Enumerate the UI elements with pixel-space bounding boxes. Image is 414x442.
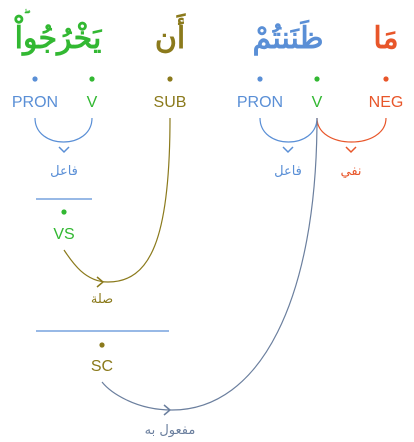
arc-fael-1	[34, 117, 93, 143]
pron1-dot	[32, 76, 38, 82]
label-fael-1: فاعل	[50, 164, 78, 179]
tag-v-2: V	[312, 94, 323, 111]
arc-sila-arrowhead	[96, 276, 105, 288]
v2-dot	[314, 76, 320, 82]
tag-neg: NEG	[369, 94, 404, 111]
arc-mafool-arrowhead	[163, 404, 172, 416]
tag-sub: SUB	[154, 94, 187, 111]
arc-nafy	[316, 117, 387, 143]
arc-fael-2-arrowhead	[282, 146, 294, 154]
pron2-dot	[257, 76, 263, 82]
sub-dot	[167, 76, 173, 82]
word-an: أَن	[155, 13, 187, 56]
word-ma: مَا	[373, 21, 398, 56]
waqf-mark: ۖ	[24, 8, 31, 14]
label-fael-2: فاعل	[274, 164, 302, 179]
tag-vs: VS	[53, 226, 74, 243]
vs-dot	[61, 209, 67, 215]
sc-dot	[99, 342, 105, 348]
label-sila: صلة	[91, 292, 113, 307]
neg-dot	[383, 76, 389, 82]
arc-mafool	[101, 117, 318, 411]
label-mafool: مفعول به	[145, 423, 196, 438]
arc-fael-2	[259, 117, 318, 143]
arc-fael-1-arrowhead	[58, 146, 70, 154]
word-zanantum: ظَنَنتُمْ	[252, 19, 323, 56]
tag-pron-2: PRON	[237, 94, 283, 111]
label-nafy: نفي	[340, 164, 361, 179]
word-yakhrujuu: يَخْرُجُواْ	[13, 14, 103, 56]
tag-v-1: V	[87, 94, 98, 111]
tag-sc: SC	[91, 358, 113, 375]
arc-nafy-arrowhead	[345, 146, 357, 154]
v1-dot	[89, 76, 95, 82]
tag-pron-1: PRON	[12, 94, 58, 111]
arc-sila	[63, 117, 171, 283]
